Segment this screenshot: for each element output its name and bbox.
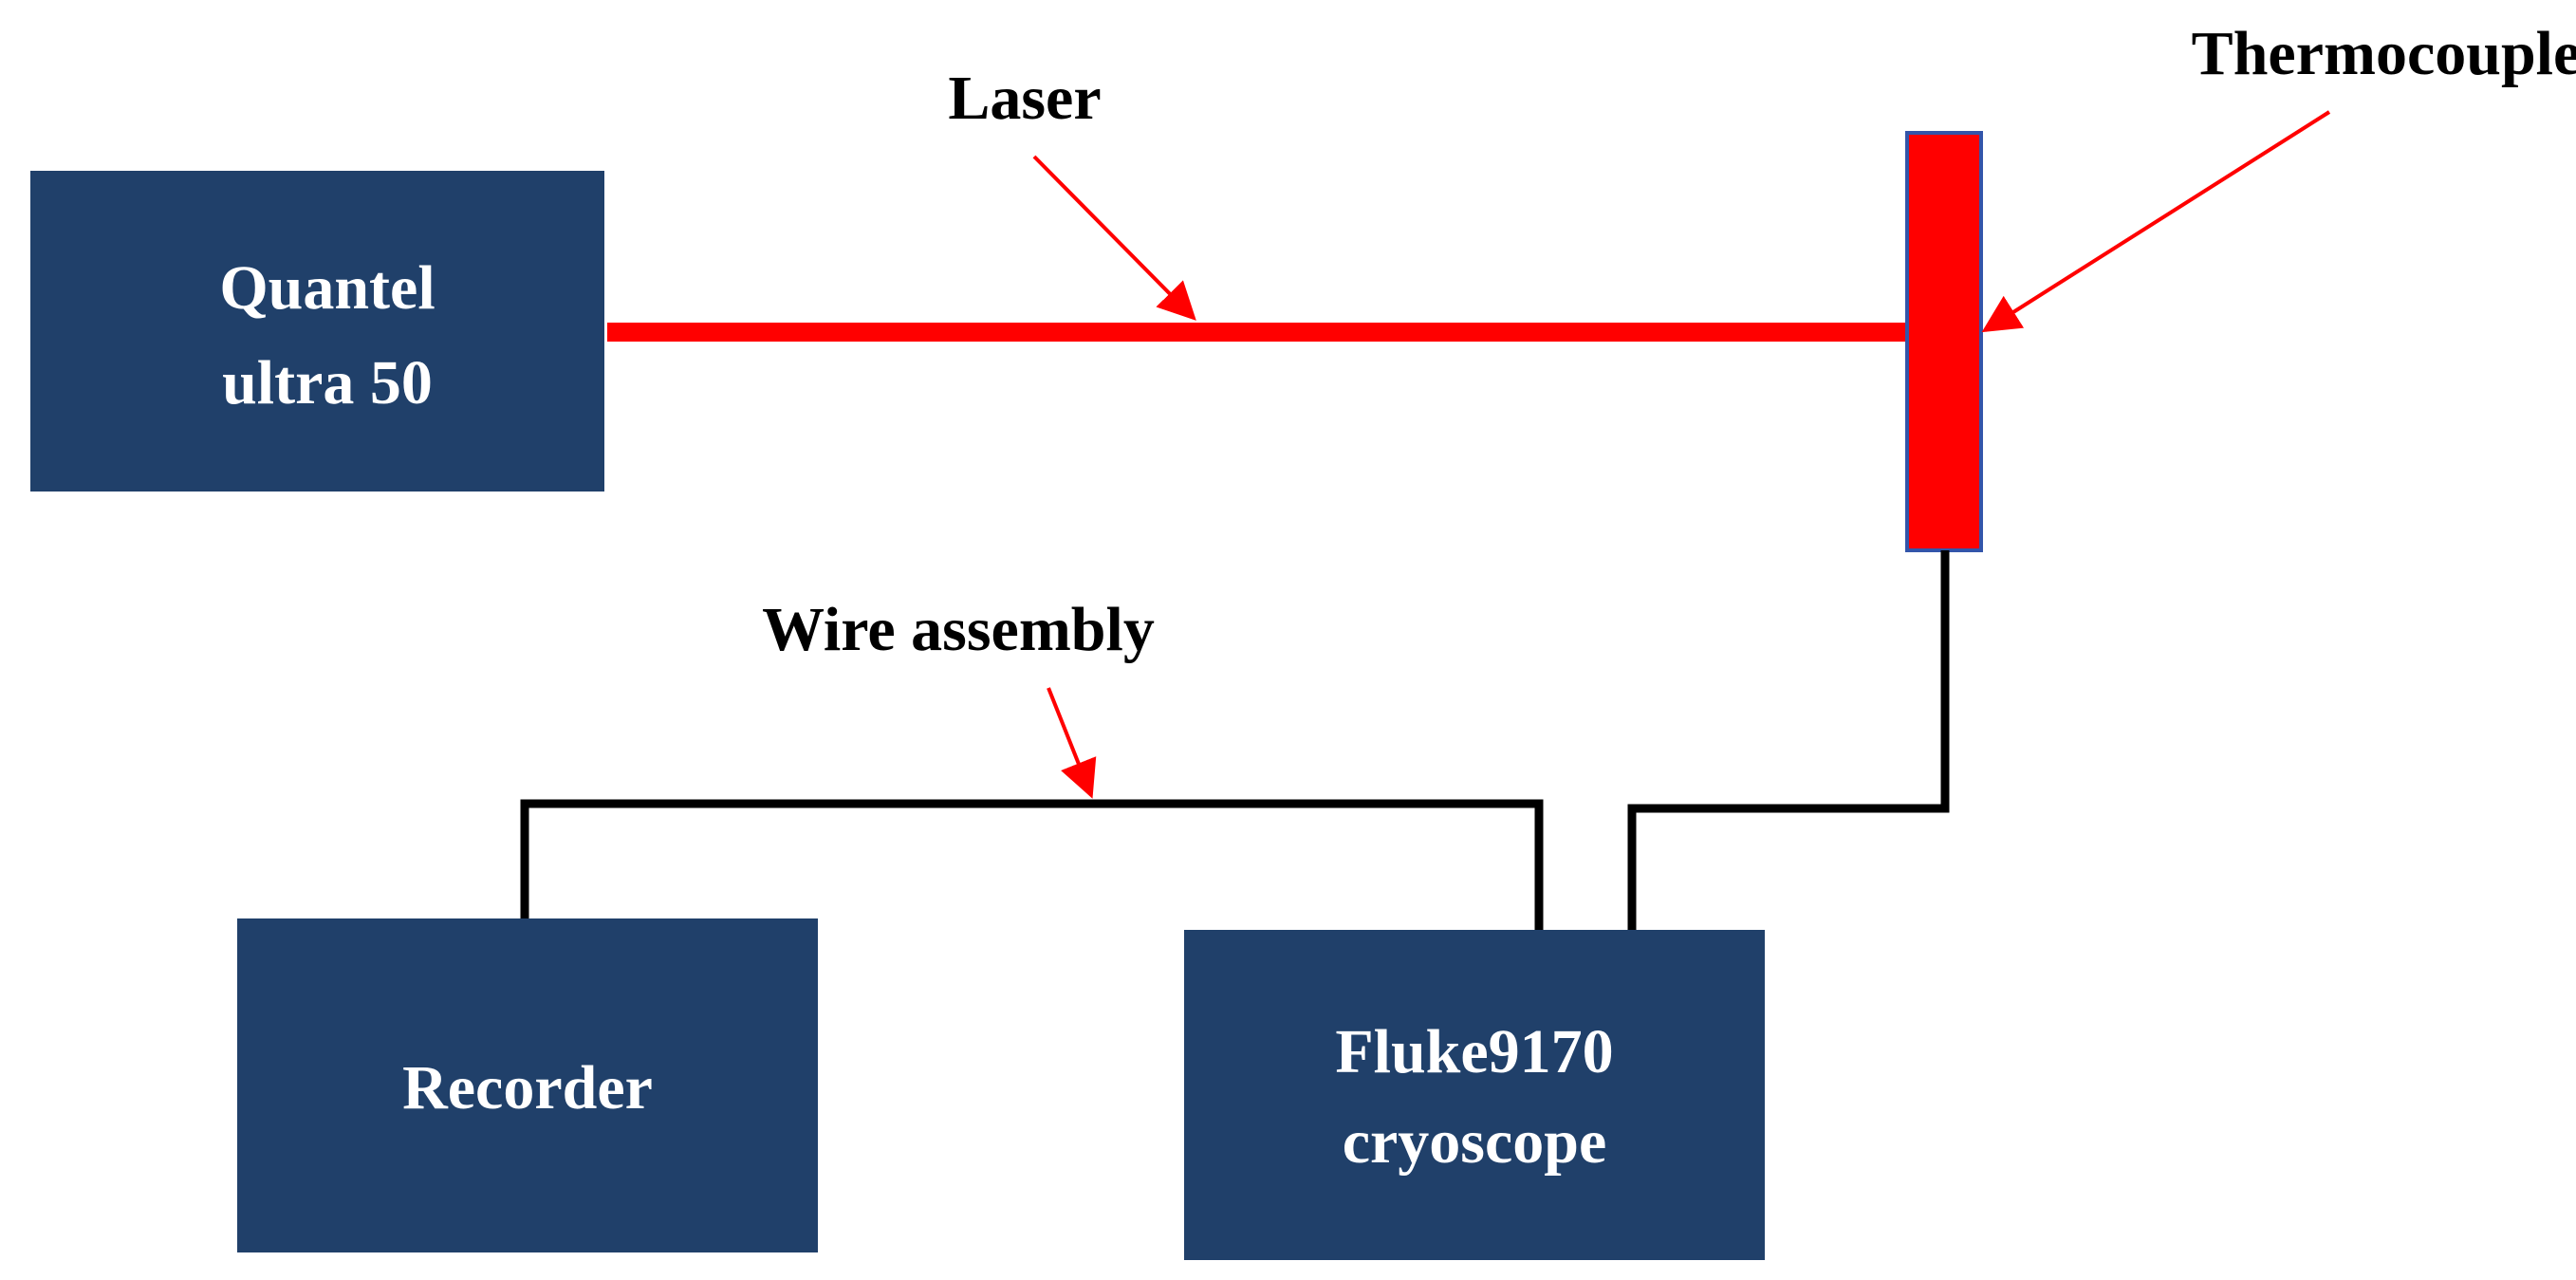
laser-pointer-arrow [1032,155,1196,321]
recorder-label: Recorder [402,1053,653,1122]
laser-source-rect [30,171,604,492]
thermocouple-wire [1627,550,1950,930]
laser-source-line1: Quantel [219,253,435,323]
recorder-box: Recorder [237,918,818,1252]
wire-assembly-label: Wire assembly [762,595,1155,664]
laser-beam [607,323,1912,342]
thermocouple [1905,131,1983,552]
thermocouple-pointer-arrow [1981,110,2331,333]
laser-label: Laser [948,64,1101,133]
cryoscope-box: Fluke9170 cryoscope [1184,930,1765,1260]
cryoscope-line2: cryoscope [1343,1107,1607,1177]
wire-assembly [520,799,1544,930]
wire-assembly-pointer-arrow [1047,687,1097,799]
laser-source-box: Quantel ultra 50 [30,171,604,492]
laser-source-line2: ultra 50 [222,348,433,417]
cryoscope-rect [1184,930,1765,1260]
cryoscope-line1: Fluke9170 [1335,1017,1613,1086]
recorder-rect [237,918,818,1252]
thermocouple-label: Thermocouple [2192,19,2576,88]
